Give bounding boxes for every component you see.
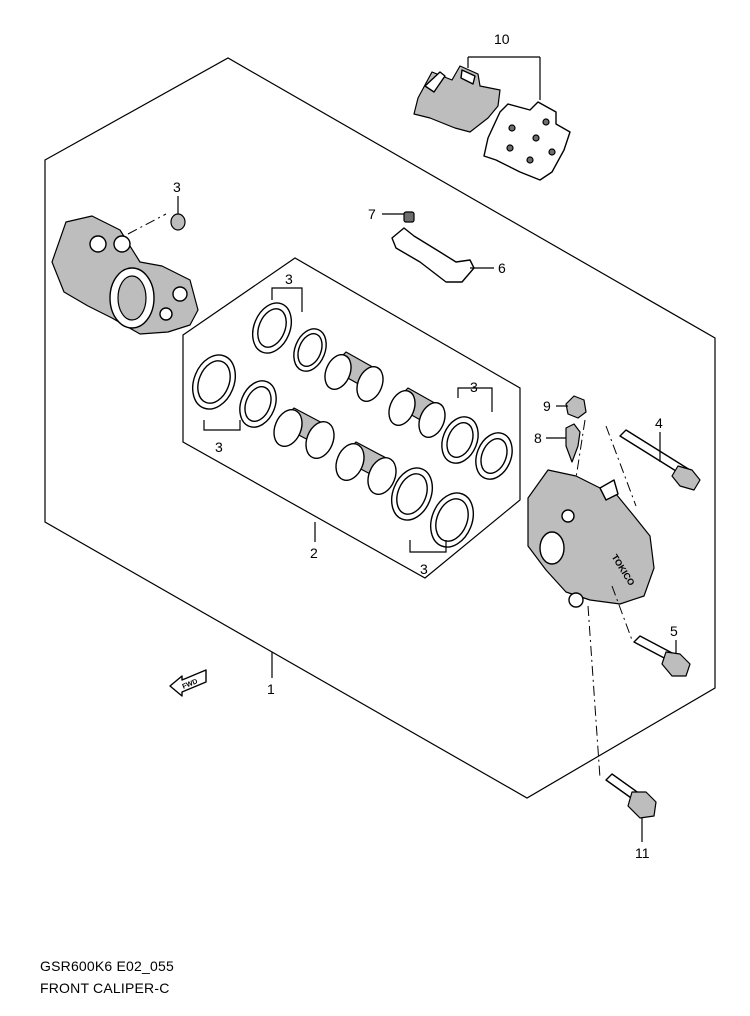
washer [170,213,186,231]
callout-8: 8 [534,430,542,446]
caliper-right [527,469,655,608]
fwd-arrow: FWD [169,669,207,697]
callout-3-seal-a: 3 [285,271,293,287]
piston-seals [191,302,513,548]
callout-6: 6 [498,260,506,276]
diagram-code: GSR600K6 E02_055 [40,958,174,974]
callout-3-washer: 3 [173,179,181,195]
callout-3-seal-c: 3 [470,379,478,395]
bleeder-cap [565,395,587,419]
bleeder-valve [565,423,581,463]
callout-11: 11 [635,845,650,861]
callout-5: 5 [670,623,678,639]
pistons [273,351,446,495]
callout-4: 4 [655,415,663,431]
callout-10: 10 [494,31,510,47]
pad-spring [391,227,475,283]
brake-pad-set [413,65,571,181]
brake-pad-front [413,65,501,133]
diagram-title: FRONT CALIPER-C [40,980,170,996]
leader-lines [177,56,677,842]
caliper-left [51,215,199,335]
brake-pad-rear [483,101,571,181]
callout-3-seal-d: 3 [420,561,428,577]
callout-2: 2 [310,545,318,561]
callout-7: 7 [368,206,376,222]
callout-9: 9 [543,398,551,414]
callout-3-seal-b: 3 [215,439,223,455]
callout-1: 1 [267,681,275,697]
piston-kit-outline [182,257,521,579]
pad-spring-screw [403,211,415,223]
assembly-outline [44,57,716,799]
